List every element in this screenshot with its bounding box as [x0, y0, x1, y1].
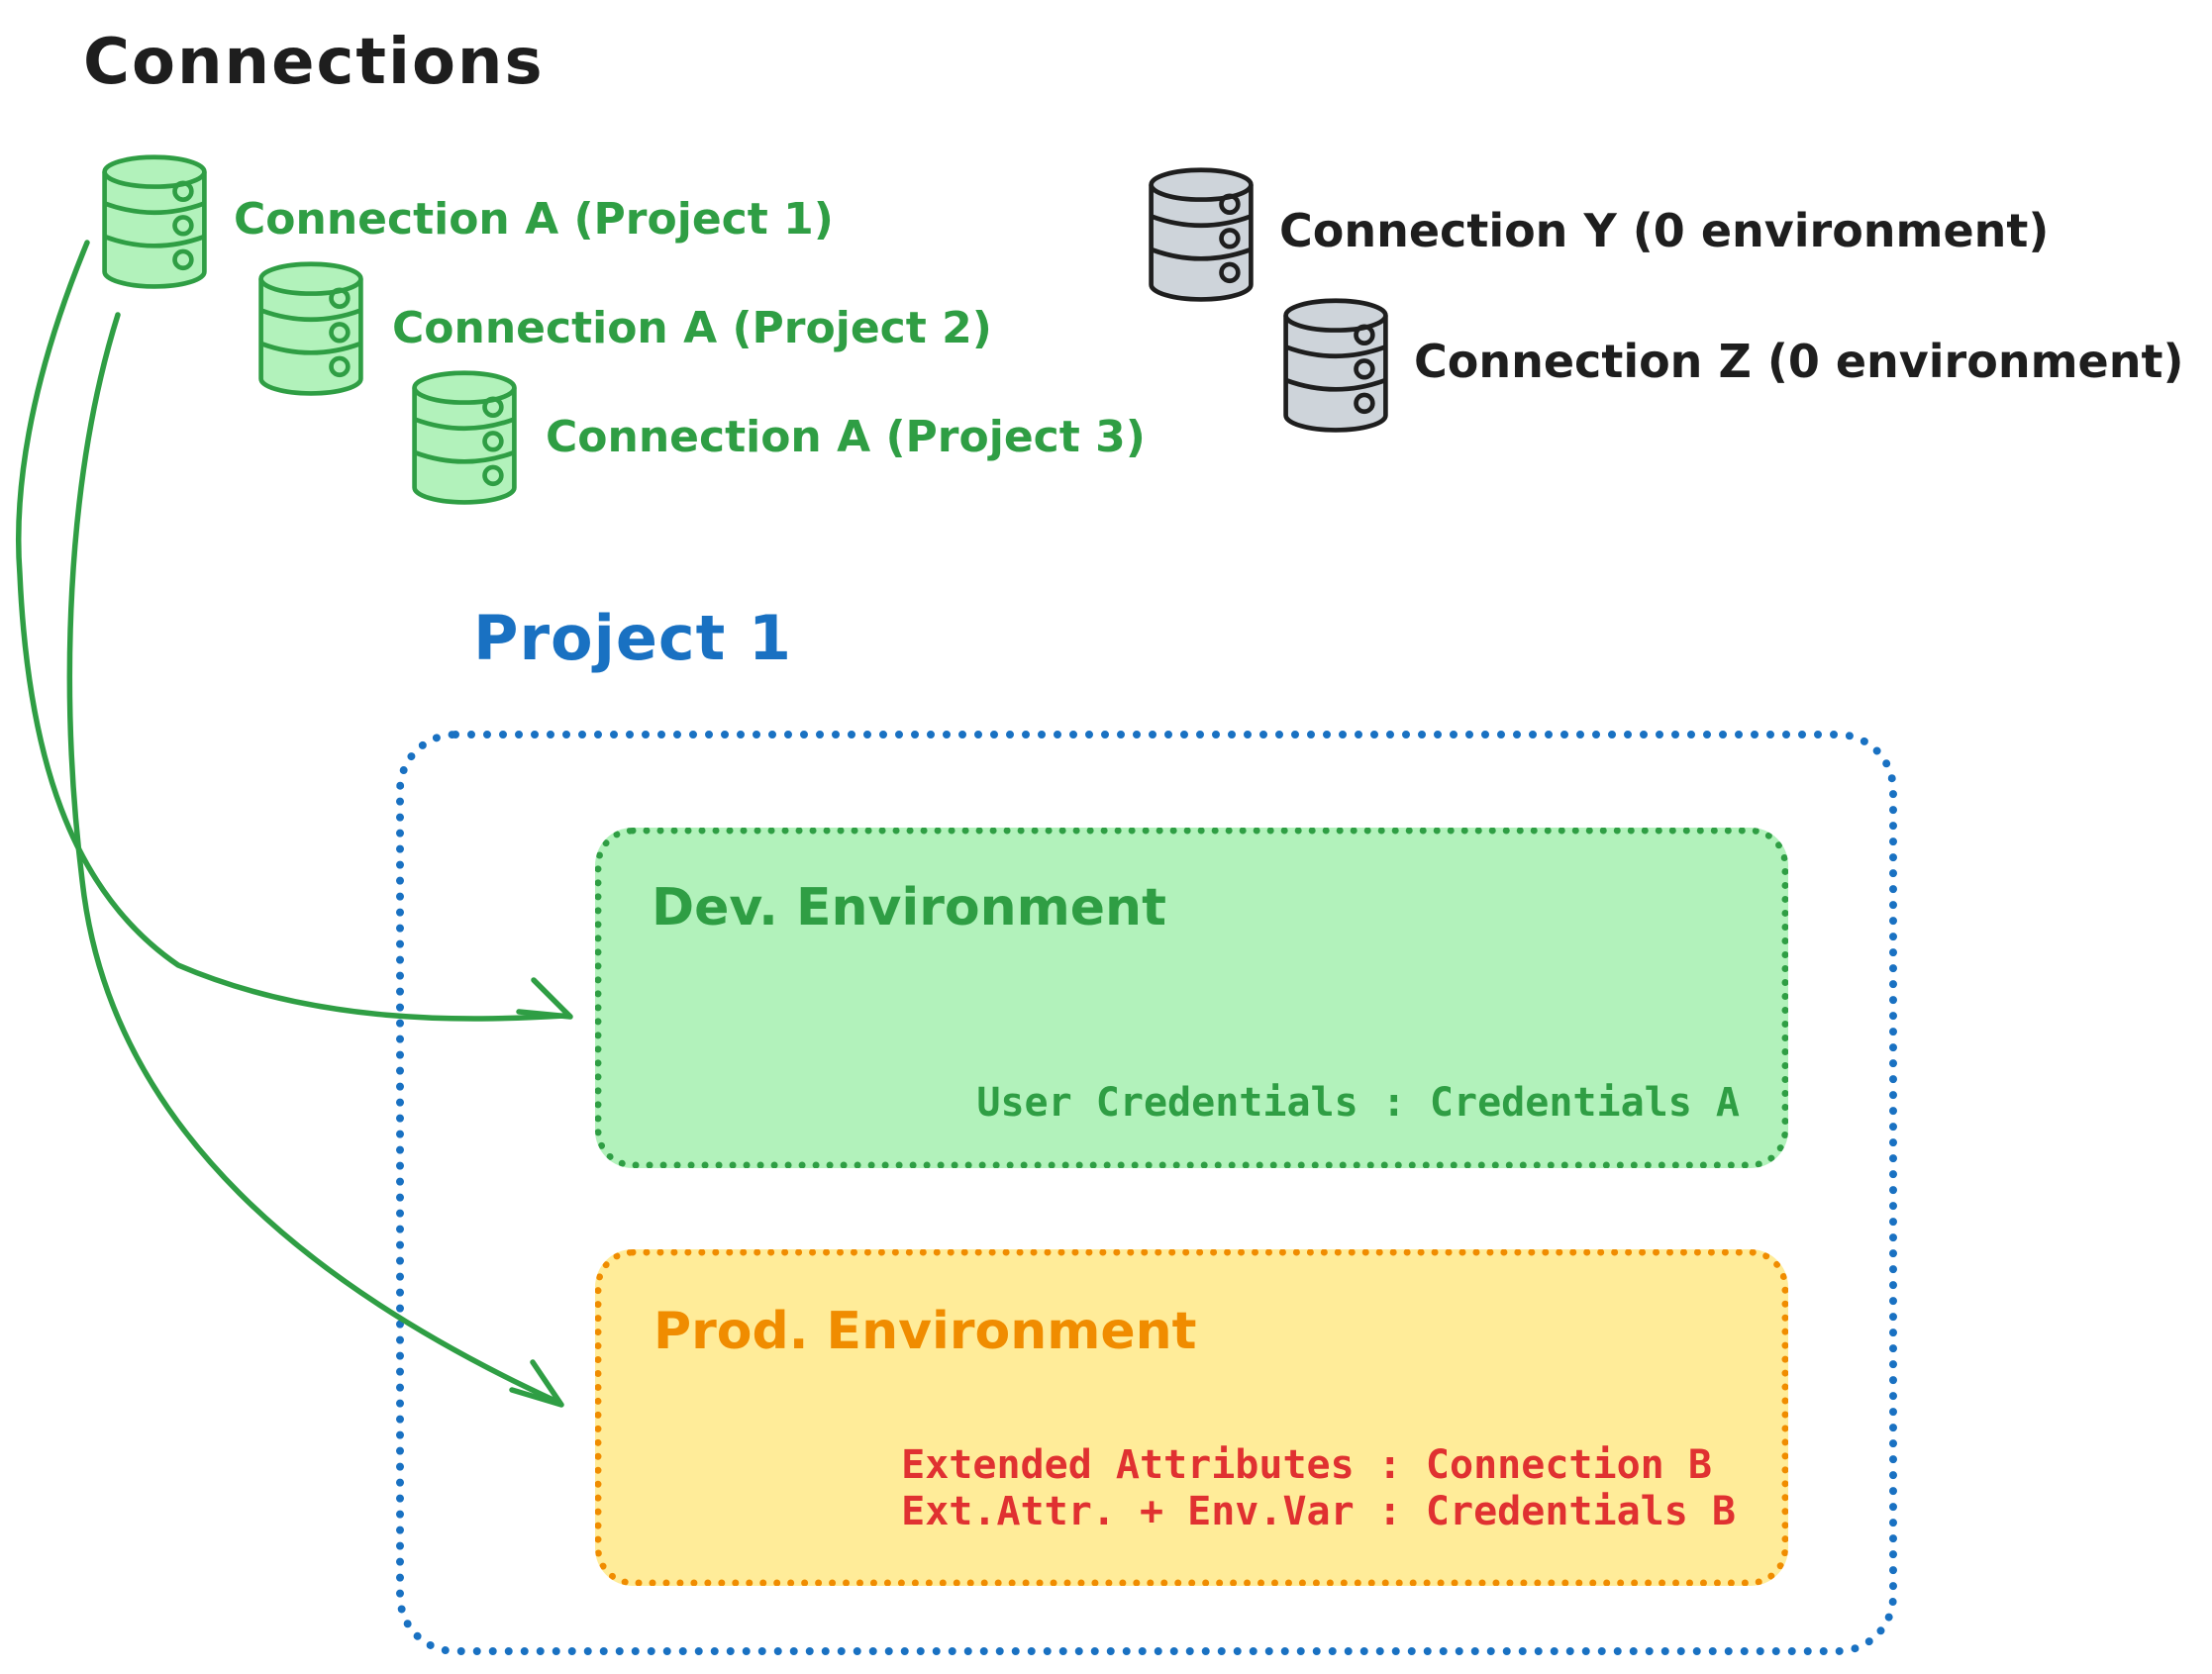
database-icon-connection-a-project-1	[99, 153, 210, 292]
database-icon	[412, 370, 517, 505]
prod-environment-title: Prod. Environment	[654, 1302, 1197, 1361]
connections-heading: Connections	[83, 26, 545, 99]
connection-y-label: Connection Y (0 environment)	[1279, 204, 2050, 257]
connection-a-project-3-label: Connection A (Project 3)	[546, 412, 1146, 462]
dev-environment-box: Dev. Environment User Credentials : Cred…	[595, 828, 1788, 1168]
prod-credentials-line-1: Extended Attributes : Connection B	[901, 1441, 1712, 1488]
database-icon-connection-a-project-2	[255, 260, 366, 399]
database-icon	[1283, 298, 1388, 433]
prod-environment-box: Prod. Environment Extended Attributes : …	[595, 1249, 1788, 1586]
connection-a-project-2-label: Connection A (Project 2)	[392, 303, 992, 353]
prod-credentials-line-2: Ext.Attr. + Env.Var : Credentials B	[901, 1488, 1736, 1534]
database-icon	[1149, 167, 1254, 302]
database-icon-connection-a-project-3	[409, 369, 520, 508]
connection-z-label: Connection Z (0 environment)	[1414, 335, 2184, 388]
project-1-title: Project 1	[473, 602, 793, 674]
dev-environment-title: Dev. Environment	[652, 878, 1166, 937]
dev-environment-credentials-text: User Credentials : Credentials A	[976, 1080, 1740, 1126]
database-icon-connection-y	[1146, 166, 1257, 305]
database-icon-connection-z	[1280, 297, 1391, 436]
database-icon	[102, 154, 207, 289]
connection-a-project-1-label: Connection A (Project 1)	[234, 194, 834, 245]
database-icon	[258, 261, 363, 396]
prod-environment-credentials-text: Extended Attributes : Connection B Ext.A…	[901, 1442, 1736, 1535]
